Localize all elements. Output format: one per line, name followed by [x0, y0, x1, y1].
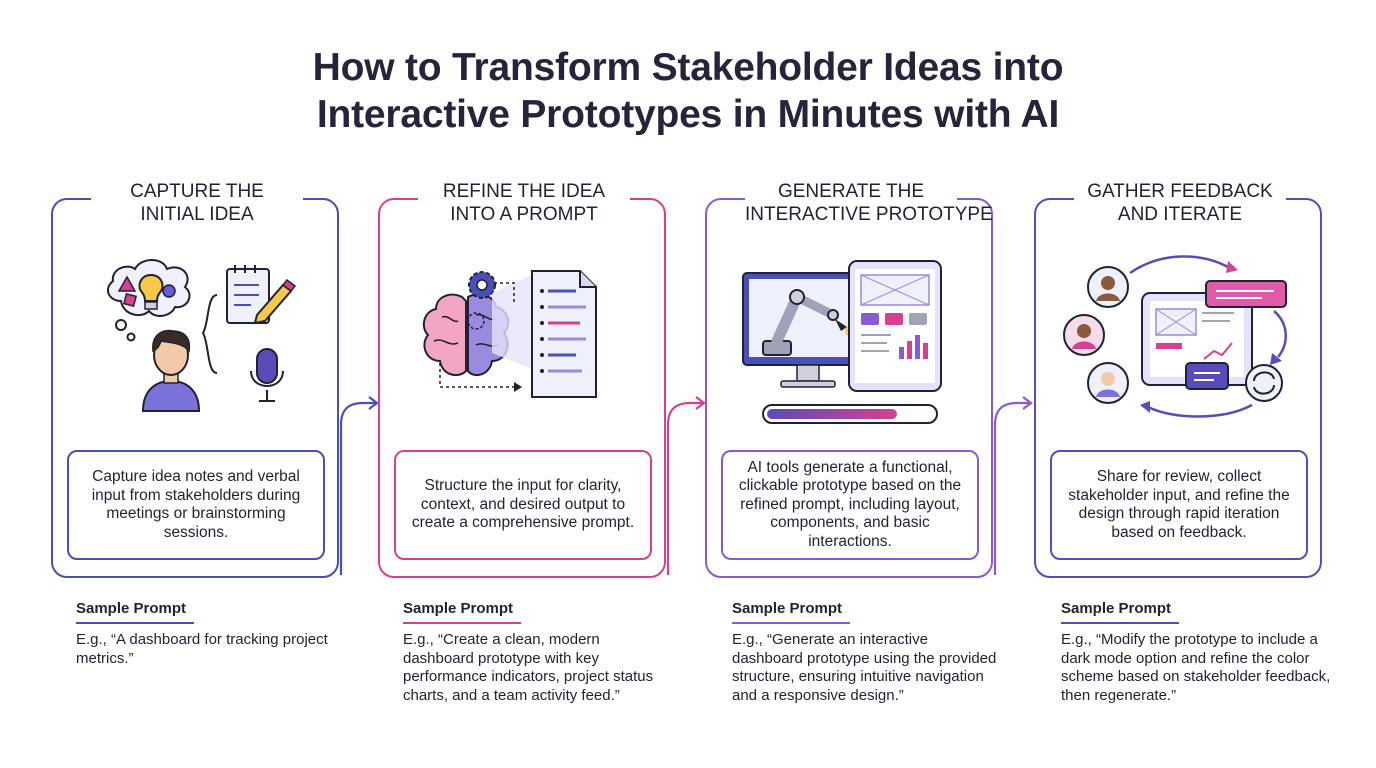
sample-prompt-label: Sample Prompt — [1061, 600, 1172, 617]
sample-prompt-text: E.g., “Modify the prototype to include a… — [1061, 631, 1331, 704]
notepad-pencil-icon — [226, 265, 297, 325]
sample-prompt: Sample Prompt E.g., “Create a clean, mod… — [403, 600, 673, 705]
step-title: CAPTURE THE INITIAL IDEA — [91, 180, 303, 226]
connector-arrow — [339, 396, 379, 575]
lightbulb-icon — [138, 273, 164, 310]
step-capture-idea: CAPTURE THE INITIAL IDEA — [51, 180, 343, 580]
sample-prompt: Sample Prompt E.g., “Generate an interac… — [732, 600, 1002, 705]
step-title-line-2: INTERACTIVE PROTOTYPE — [745, 204, 993, 225]
progress-bar-icon — [762, 404, 938, 424]
sample-prompt-label: Sample Prompt — [732, 600, 843, 617]
step-title-line-2: AND ITERATE — [1117, 204, 1243, 225]
sample-prompt-underline — [76, 622, 194, 624]
sample-prompt-label: Sample Prompt — [403, 600, 514, 617]
connector-arrow — [993, 396, 1033, 575]
step-description: AI tools generate a functional, clickabl… — [721, 450, 979, 560]
step-title: REFINE THE IDEA INTO A PROMPT — [418, 180, 630, 226]
step-title-line-2: INITIAL IDEA — [140, 204, 254, 225]
microphone-icon — [250, 348, 284, 402]
title-line-2: Interactive Prototypes in Minutes with A… — [316, 93, 1060, 136]
gather-feedback-illustration — [1063, 255, 1287, 418]
sample-prompt-text: E.g., “Create a clean, modern dashboard … — [403, 631, 654, 704]
gear-icon — [467, 271, 496, 330]
sample-prompt-underline — [732, 622, 850, 624]
step-generate-prototype: GENERATE THE INTERACTIVE PROTOTYPE — [705, 180, 997, 580]
step-refine-prompt: REFINE THE IDEA INTO A PROMPT Structu — [378, 180, 670, 580]
title-line-1: How to Transform Stakeholder Ideas into — [312, 46, 1064, 89]
chat-bubble-icon — [1185, 280, 1287, 390]
step-title-line-1: REFINE THE IDEA — [442, 181, 606, 202]
sample-prompt-text: E.g., “A dashboard for tracking project … — [76, 631, 328, 667]
connector-arrow — [666, 396, 706, 575]
sample-prompt: Sample Prompt E.g., “Modify the prototyp… — [1061, 600, 1331, 705]
sample-prompt-text: E.g., “Generate an interactive dashboard… — [732, 631, 997, 704]
thought-bubble-icon — [106, 259, 191, 342]
sample-prompt-underline — [1061, 622, 1179, 624]
sample-prompt: Sample Prompt E.g., “A dashboard for tra… — [76, 600, 346, 668]
tablet-icon — [848, 260, 942, 392]
step-title-line-1: CAPTURE THE — [130, 181, 264, 202]
refine-prompt-illustration — [422, 270, 597, 398]
step-description: Capture idea notes and verbal input from… — [67, 450, 325, 560]
step-description: Structure the input for clarity, context… — [394, 450, 652, 560]
step-title: GENERATE THE INTERACTIVE PROTOTYPE — [745, 180, 993, 226]
generate-prototype-illustration — [742, 260, 942, 424]
sample-prompt-label: Sample Prompt — [76, 600, 187, 617]
step-description: Share for review, collect stakeholder in… — [1050, 450, 1308, 560]
step-title-line-1: GENERATE THE — [777, 181, 925, 202]
page-title: How to Transform Stakeholder Ideas into … — [0, 44, 1376, 138]
person-icon — [141, 329, 201, 412]
step-title-line-1: GATHER FEEDBACK — [1087, 181, 1273, 202]
capture-idea-illustration — [106, 259, 297, 412]
document-icon — [531, 270, 597, 398]
refresh-icon — [1245, 364, 1283, 402]
step-gather-feedback: GATHER FEEDBACK AND ITERATE — [1034, 180, 1326, 580]
sample-prompt-underline — [403, 622, 521, 624]
tablet-icon — [1141, 292, 1253, 386]
stakeholder-avatars-icon — [1063, 266, 1129, 404]
step-title-line-2: INTO A PROMPT — [450, 204, 598, 225]
step-title: GATHER FEEDBACK AND ITERATE — [1074, 180, 1286, 226]
